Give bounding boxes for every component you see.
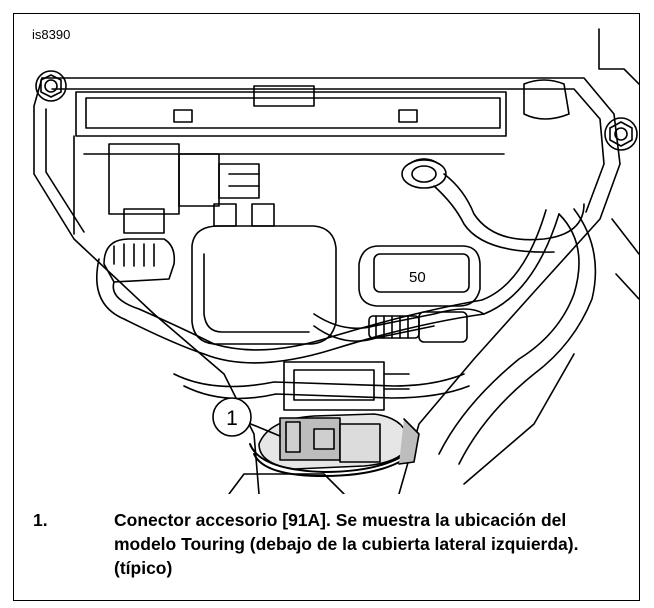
lower-bracket	[283, 361, 410, 411]
figure-id: is8390	[32, 27, 71, 42]
cover-plate-outline	[33, 28, 639, 494]
fuse-50	[358, 245, 481, 307]
inline-connector	[368, 311, 468, 343]
square-connector	[191, 203, 337, 345]
left-hex-nut	[35, 70, 67, 102]
fuse-label: 50	[409, 269, 426, 286]
callout-1-number: 1	[226, 407, 238, 430]
right-hex-nut	[604, 117, 638, 151]
accessory-connector-91a	[249, 413, 420, 477]
relay-block	[108, 143, 260, 234]
connector-illustration: 50	[33, 28, 639, 494]
wire-grommet	[401, 158, 447, 189]
wire-harness	[95, 173, 597, 465]
caption-item-number: 1.	[33, 510, 48, 530]
upper-rail	[73, 79, 570, 235]
caption-item-text: Conector accesorio [91A]. Se muestra la …	[114, 510, 579, 578]
left-harness-connector	[103, 238, 176, 283]
callout-1: 1	[212, 397, 252, 437]
figure-frame	[13, 13, 640, 601]
callout-leader	[245, 421, 281, 437]
